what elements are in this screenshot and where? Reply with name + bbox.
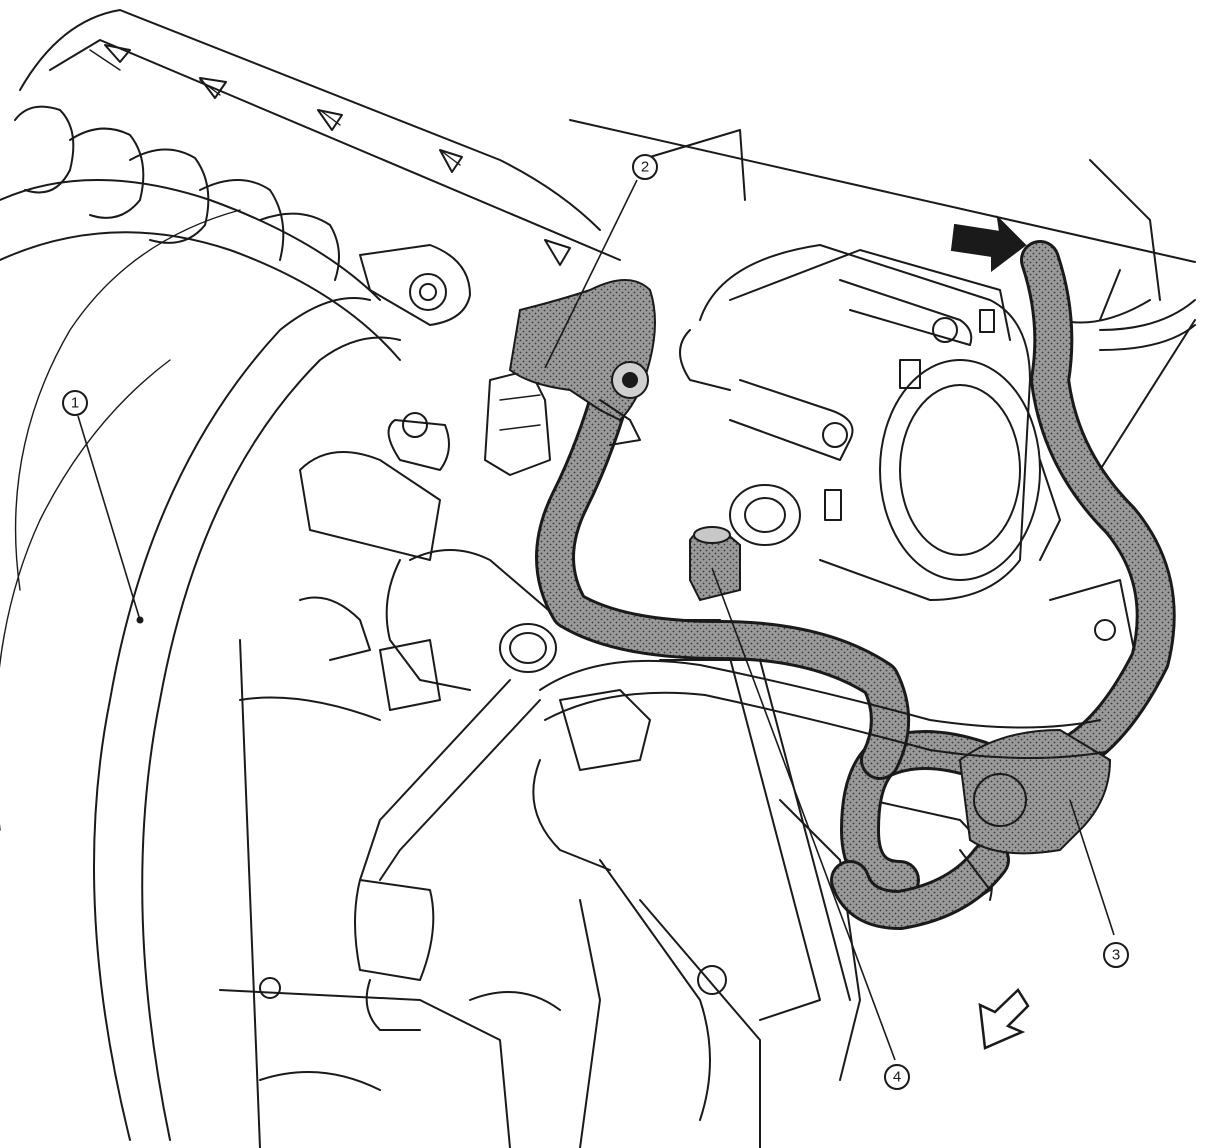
- front-arrow-icon: [950, 215, 1027, 273]
- callout-4-label: 4: [893, 1069, 901, 1086]
- direction-arrow-icon: [978, 988, 1030, 1050]
- crossover-tube: [539, 299, 1196, 759]
- callout-2-label: 2: [641, 159, 649, 176]
- hose-fitting: [689, 526, 741, 602]
- callout-3-label: 3: [1112, 947, 1120, 964]
- callout-4: 4: [884, 1064, 910, 1090]
- callout-1: 1: [62, 390, 88, 416]
- hose-connector: [508, 279, 656, 446]
- coolant-pipe: [299, 549, 561, 1031]
- callout-3: 3: [1103, 942, 1129, 968]
- mounting-bracket: [299, 244, 471, 561]
- callout-2: 2: [632, 154, 658, 180]
- callout-1-label: 1: [71, 395, 79, 412]
- background-panel: [569, 119, 1196, 471]
- throttle-body: [679, 244, 1061, 601]
- leader-lines: [77, 179, 1115, 1061]
- vacuum-hose-assembly: [535, 240, 1176, 930]
- engine-cover: [0, 9, 621, 1141]
